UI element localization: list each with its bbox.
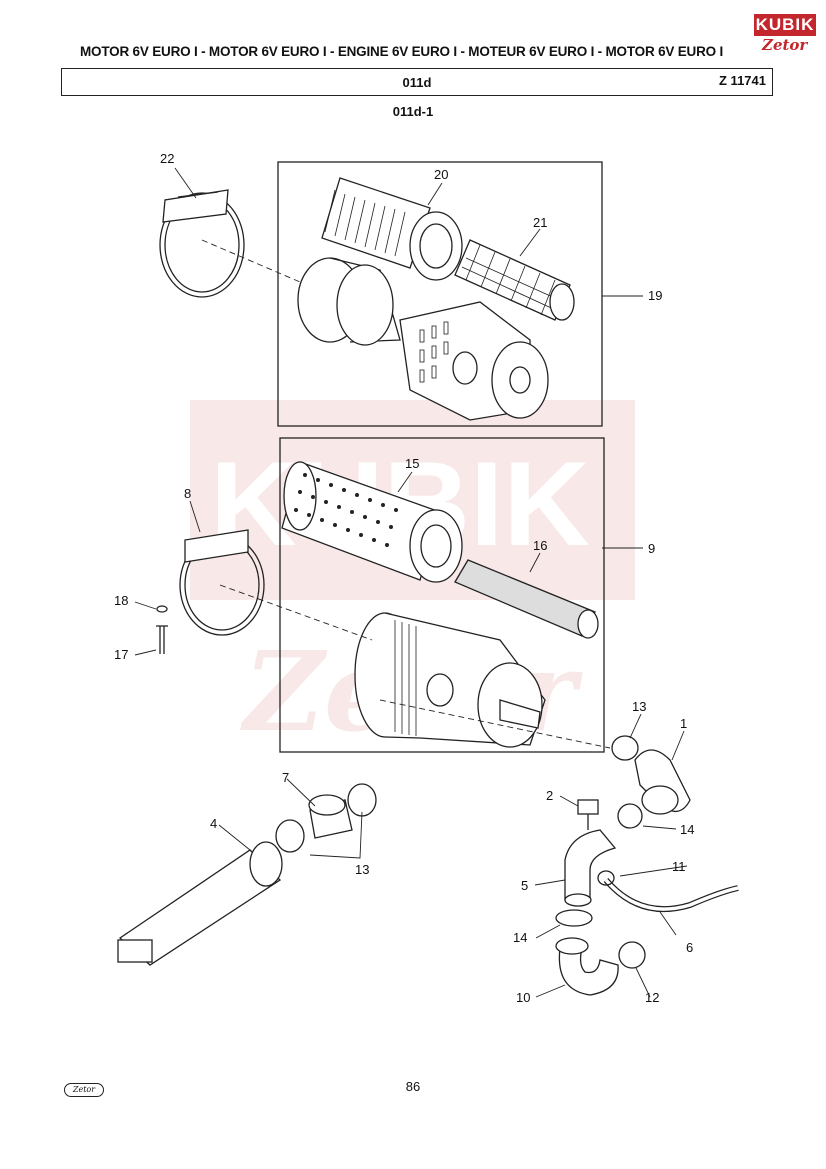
clamp-14-lower-icon bbox=[555, 909, 593, 927]
callout-8: 8 bbox=[184, 486, 191, 501]
inner-element-21-icon bbox=[454, 239, 575, 321]
hose-elbow-1-icon bbox=[634, 749, 691, 815]
leader-lines bbox=[134, 167, 688, 998]
page-header-title: MOTOR 6V EURO I - MOTOR 6V EURO I - ENGI… bbox=[80, 44, 724, 59]
clamp-12-icon bbox=[618, 941, 646, 969]
filter-15-perforations bbox=[294, 473, 398, 547]
callout-12: 12 bbox=[645, 990, 659, 1005]
logo-kubik-text: KUBIK bbox=[754, 14, 816, 36]
lower-housing-icon bbox=[354, 612, 546, 748]
clamp-13-right-icon bbox=[347, 783, 377, 817]
callout-7: 7 bbox=[282, 770, 289, 785]
filter-element-15-icon bbox=[281, 461, 463, 583]
callout-13-lower: 13 bbox=[355, 862, 369, 877]
callout-11: 11 bbox=[672, 859, 686, 874]
callout-15: 15 bbox=[405, 456, 419, 471]
callout-14-lower: 14 bbox=[513, 930, 527, 945]
callout-10: 10 bbox=[516, 990, 530, 1005]
clamp-13-upper-icon bbox=[611, 735, 639, 761]
inner-element-16-icon bbox=[454, 559, 599, 639]
assembly-lines bbox=[201, 239, 611, 749]
intake-pipe-4-icon bbox=[117, 841, 283, 966]
z-code: Z 11741 bbox=[719, 73, 766, 88]
callout-1: 1 bbox=[680, 716, 687, 731]
callout-9: 9 bbox=[648, 541, 655, 556]
callout-22: 22 bbox=[160, 151, 174, 166]
clamp-11-icon bbox=[597, 870, 615, 886]
lower-assembly-frame bbox=[279, 437, 605, 753]
logo-zetor-text: Zetor bbox=[762, 36, 808, 54]
subsection-code: 011d-1 bbox=[392, 104, 434, 119]
callout-2: 2 bbox=[546, 788, 553, 803]
elbow-10-icon bbox=[555, 937, 619, 996]
upper-housing-icon bbox=[297, 257, 549, 421]
clamp-13-left-icon bbox=[275, 819, 305, 853]
callout-19: 19 bbox=[648, 288, 662, 303]
upper-assembly-frame bbox=[277, 161, 603, 427]
callout-20: 20 bbox=[434, 167, 448, 182]
section-code: 011d bbox=[402, 75, 432, 90]
callout-17: 17 bbox=[114, 647, 128, 662]
kubik-zetor-logo: KUBIK Zetor bbox=[754, 14, 818, 58]
callout-4: 4 bbox=[210, 816, 217, 831]
callout-5: 5 bbox=[521, 878, 528, 893]
clamp-8-icon bbox=[179, 529, 265, 636]
section-code-box: 011d Z 11741 bbox=[61, 68, 773, 96]
filter-element-20-icon bbox=[321, 177, 463, 281]
elbow-5-icon bbox=[564, 829, 617, 907]
page-number: 86 bbox=[405, 1079, 421, 1094]
washer-18-icon bbox=[156, 605, 168, 613]
callout-16: 16 bbox=[533, 538, 547, 553]
bolt-17-icon bbox=[156, 625, 168, 654]
clamp-22-icon bbox=[159, 189, 245, 298]
sleeve-7-icon bbox=[308, 794, 353, 839]
callout-13-upper: 13 bbox=[632, 699, 646, 714]
callout-18: 18 bbox=[114, 593, 128, 608]
footer-zetor-logo: Zetor bbox=[64, 1083, 104, 1097]
callout-6: 6 bbox=[686, 940, 693, 955]
indicator-2-icon bbox=[577, 799, 599, 830]
clamp-14-upper-icon bbox=[617, 803, 643, 829]
callout-21: 21 bbox=[533, 215, 547, 230]
callout-14-upper: 14 bbox=[680, 822, 694, 837]
callout-numbers: 22 20 21 19 15 8 16 9 18 17 13 1 7 2 4 1… bbox=[114, 151, 694, 1005]
